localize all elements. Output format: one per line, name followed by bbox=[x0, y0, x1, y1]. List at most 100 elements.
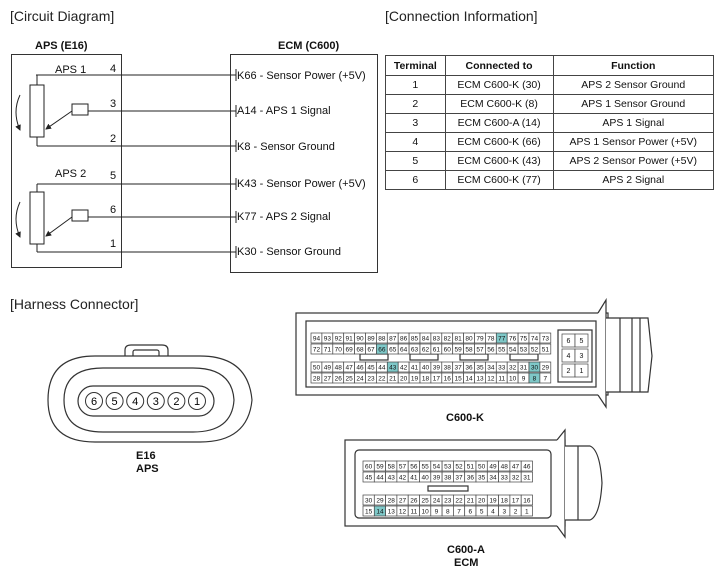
pin-number: 30 bbox=[365, 497, 373, 504]
pin-number: 31 bbox=[520, 364, 528, 371]
pin-number: 91 bbox=[346, 335, 354, 342]
pin-number: 8 bbox=[533, 375, 537, 382]
pin-number: 38 bbox=[444, 474, 452, 481]
function-cell: APS 2 Sensor Ground bbox=[552, 75, 714, 95]
pin-number: 55 bbox=[422, 463, 430, 470]
ecm-connector-title: ECM (C600) bbox=[278, 40, 340, 52]
pin-number: 40 bbox=[422, 474, 430, 481]
pin-number: 65 bbox=[389, 346, 397, 353]
pin-number: 5 bbox=[580, 338, 584, 345]
e16-pin bbox=[188, 392, 206, 410]
pin-number: 59 bbox=[376, 463, 384, 470]
pin-number: 44 bbox=[376, 474, 384, 481]
table-row: 2 ECM C600-K (8) APS 1 Sensor Ground bbox=[385, 94, 714, 114]
wire-pin-number: 5 bbox=[110, 170, 117, 182]
pin-number: 10 bbox=[422, 508, 430, 515]
pin-number: 93 bbox=[324, 335, 332, 342]
connected-to-cell: ECM C600-K (30) bbox=[444, 75, 554, 95]
pin-number: 21 bbox=[467, 497, 475, 504]
pin-number: 33 bbox=[498, 364, 506, 371]
pin-number: 1 bbox=[580, 368, 584, 375]
pin-number: 66 bbox=[378, 346, 386, 353]
e16-pin bbox=[146, 392, 165, 410]
pin-cell bbox=[574, 333, 589, 348]
pin-number: 57 bbox=[476, 346, 484, 353]
pin-number: 72 bbox=[313, 346, 321, 353]
pin-number: 9 bbox=[435, 508, 439, 515]
pin-number: 49 bbox=[324, 364, 332, 371]
wire-pin-number: 2 bbox=[110, 133, 117, 145]
aps-sensor-box bbox=[11, 54, 122, 268]
pin-number: 79 bbox=[476, 335, 484, 342]
pin-number: 20 bbox=[400, 375, 408, 382]
connected-to-cell: ECM C600-K (43) bbox=[444, 151, 554, 171]
connection-information-heading: [Connection Information] bbox=[385, 8, 538, 24]
connected-to-cell: ECM C600-K (66) bbox=[444, 132, 554, 152]
pin-cell bbox=[539, 332, 552, 344]
pin-number: 88 bbox=[378, 335, 386, 342]
pin-number: 13 bbox=[388, 508, 396, 515]
pin-number: 42 bbox=[400, 364, 408, 371]
wire-pin-number: 1 bbox=[110, 238, 117, 250]
pin-number: 12 bbox=[487, 375, 495, 382]
pin-number: 11 bbox=[498, 375, 505, 382]
pin-number: 46 bbox=[523, 463, 531, 470]
pin-number: 2 bbox=[514, 508, 518, 515]
table-row: 3 ECM C600-A (14) APS 1 Signal bbox=[385, 113, 714, 133]
pin-number: 82 bbox=[444, 335, 452, 342]
pin-number: 34 bbox=[487, 364, 495, 371]
pin-number: 14 bbox=[465, 375, 473, 382]
table-row: 5 ECM C600-K (43) APS 2 Sensor Power (+5… bbox=[385, 151, 714, 171]
pin-cell bbox=[520, 494, 533, 506]
ecm-signal-label: K8 - Sensor Ground bbox=[237, 141, 335, 153]
pin-number: 86 bbox=[400, 335, 408, 342]
ecm-signal-label: K43 - Sensor Power (+5V) bbox=[237, 178, 366, 190]
pin-number: 19 bbox=[411, 375, 419, 382]
pin-number: 18 bbox=[422, 375, 430, 382]
table-header-row: Terminal Connected to Function bbox=[385, 55, 714, 76]
e16-pin-number: 2 bbox=[173, 396, 179, 408]
pin-number: 39 bbox=[433, 364, 441, 371]
pin-cell bbox=[520, 460, 533, 472]
c600a-connector-subtitle: ECM bbox=[454, 557, 479, 569]
pin-number: 55 bbox=[498, 346, 506, 353]
e16-pin-number: 5 bbox=[112, 396, 118, 408]
pin-number: 85 bbox=[411, 335, 419, 342]
pin-number: 38 bbox=[444, 364, 452, 371]
function-cell: APS 2 Signal bbox=[552, 170, 714, 190]
pin-number: 32 bbox=[509, 364, 517, 371]
pin-number: 17 bbox=[433, 375, 441, 382]
pin-number: 6 bbox=[469, 508, 473, 515]
pin-number: 73 bbox=[542, 335, 550, 342]
wire-pin-number: 6 bbox=[110, 204, 117, 216]
pin-number: 44 bbox=[378, 364, 386, 371]
pin-number: 56 bbox=[487, 346, 495, 353]
pin-number: 15 bbox=[455, 375, 463, 382]
pin-number: 43 bbox=[388, 474, 396, 481]
terminal-cell: 6 bbox=[385, 170, 446, 190]
aps1-potentiometer bbox=[15, 74, 122, 147]
pin-cell bbox=[539, 361, 552, 373]
pin-number: 15 bbox=[365, 508, 373, 515]
pin-number: 25 bbox=[422, 497, 430, 504]
pin-number: 31 bbox=[523, 474, 531, 481]
pin-number: 63 bbox=[411, 346, 419, 353]
pin-number: 51 bbox=[467, 463, 475, 470]
pin-number: 32 bbox=[512, 474, 520, 481]
pin-number: 58 bbox=[388, 463, 396, 470]
connected-to-cell: ECM C600-K (77) bbox=[444, 170, 554, 190]
aps2-label: APS 2 bbox=[55, 168, 87, 180]
pin-number: 17 bbox=[512, 497, 520, 504]
pin-number: 16 bbox=[444, 375, 452, 382]
ecm-box bbox=[230, 54, 378, 273]
circuit-wiring bbox=[15, 69, 237, 258]
pin-number: 58 bbox=[465, 346, 473, 353]
pin-number: 77 bbox=[498, 335, 506, 342]
pin-number: 8 bbox=[446, 508, 450, 515]
pin-number: 48 bbox=[501, 463, 509, 470]
pin-number: 94 bbox=[313, 335, 321, 342]
function-cell: APS 2 Sensor Power (+5V) bbox=[552, 151, 714, 171]
pin-number: 19 bbox=[489, 497, 497, 504]
pin-number: 2 bbox=[567, 368, 571, 375]
pin-number: 1 bbox=[525, 508, 529, 515]
